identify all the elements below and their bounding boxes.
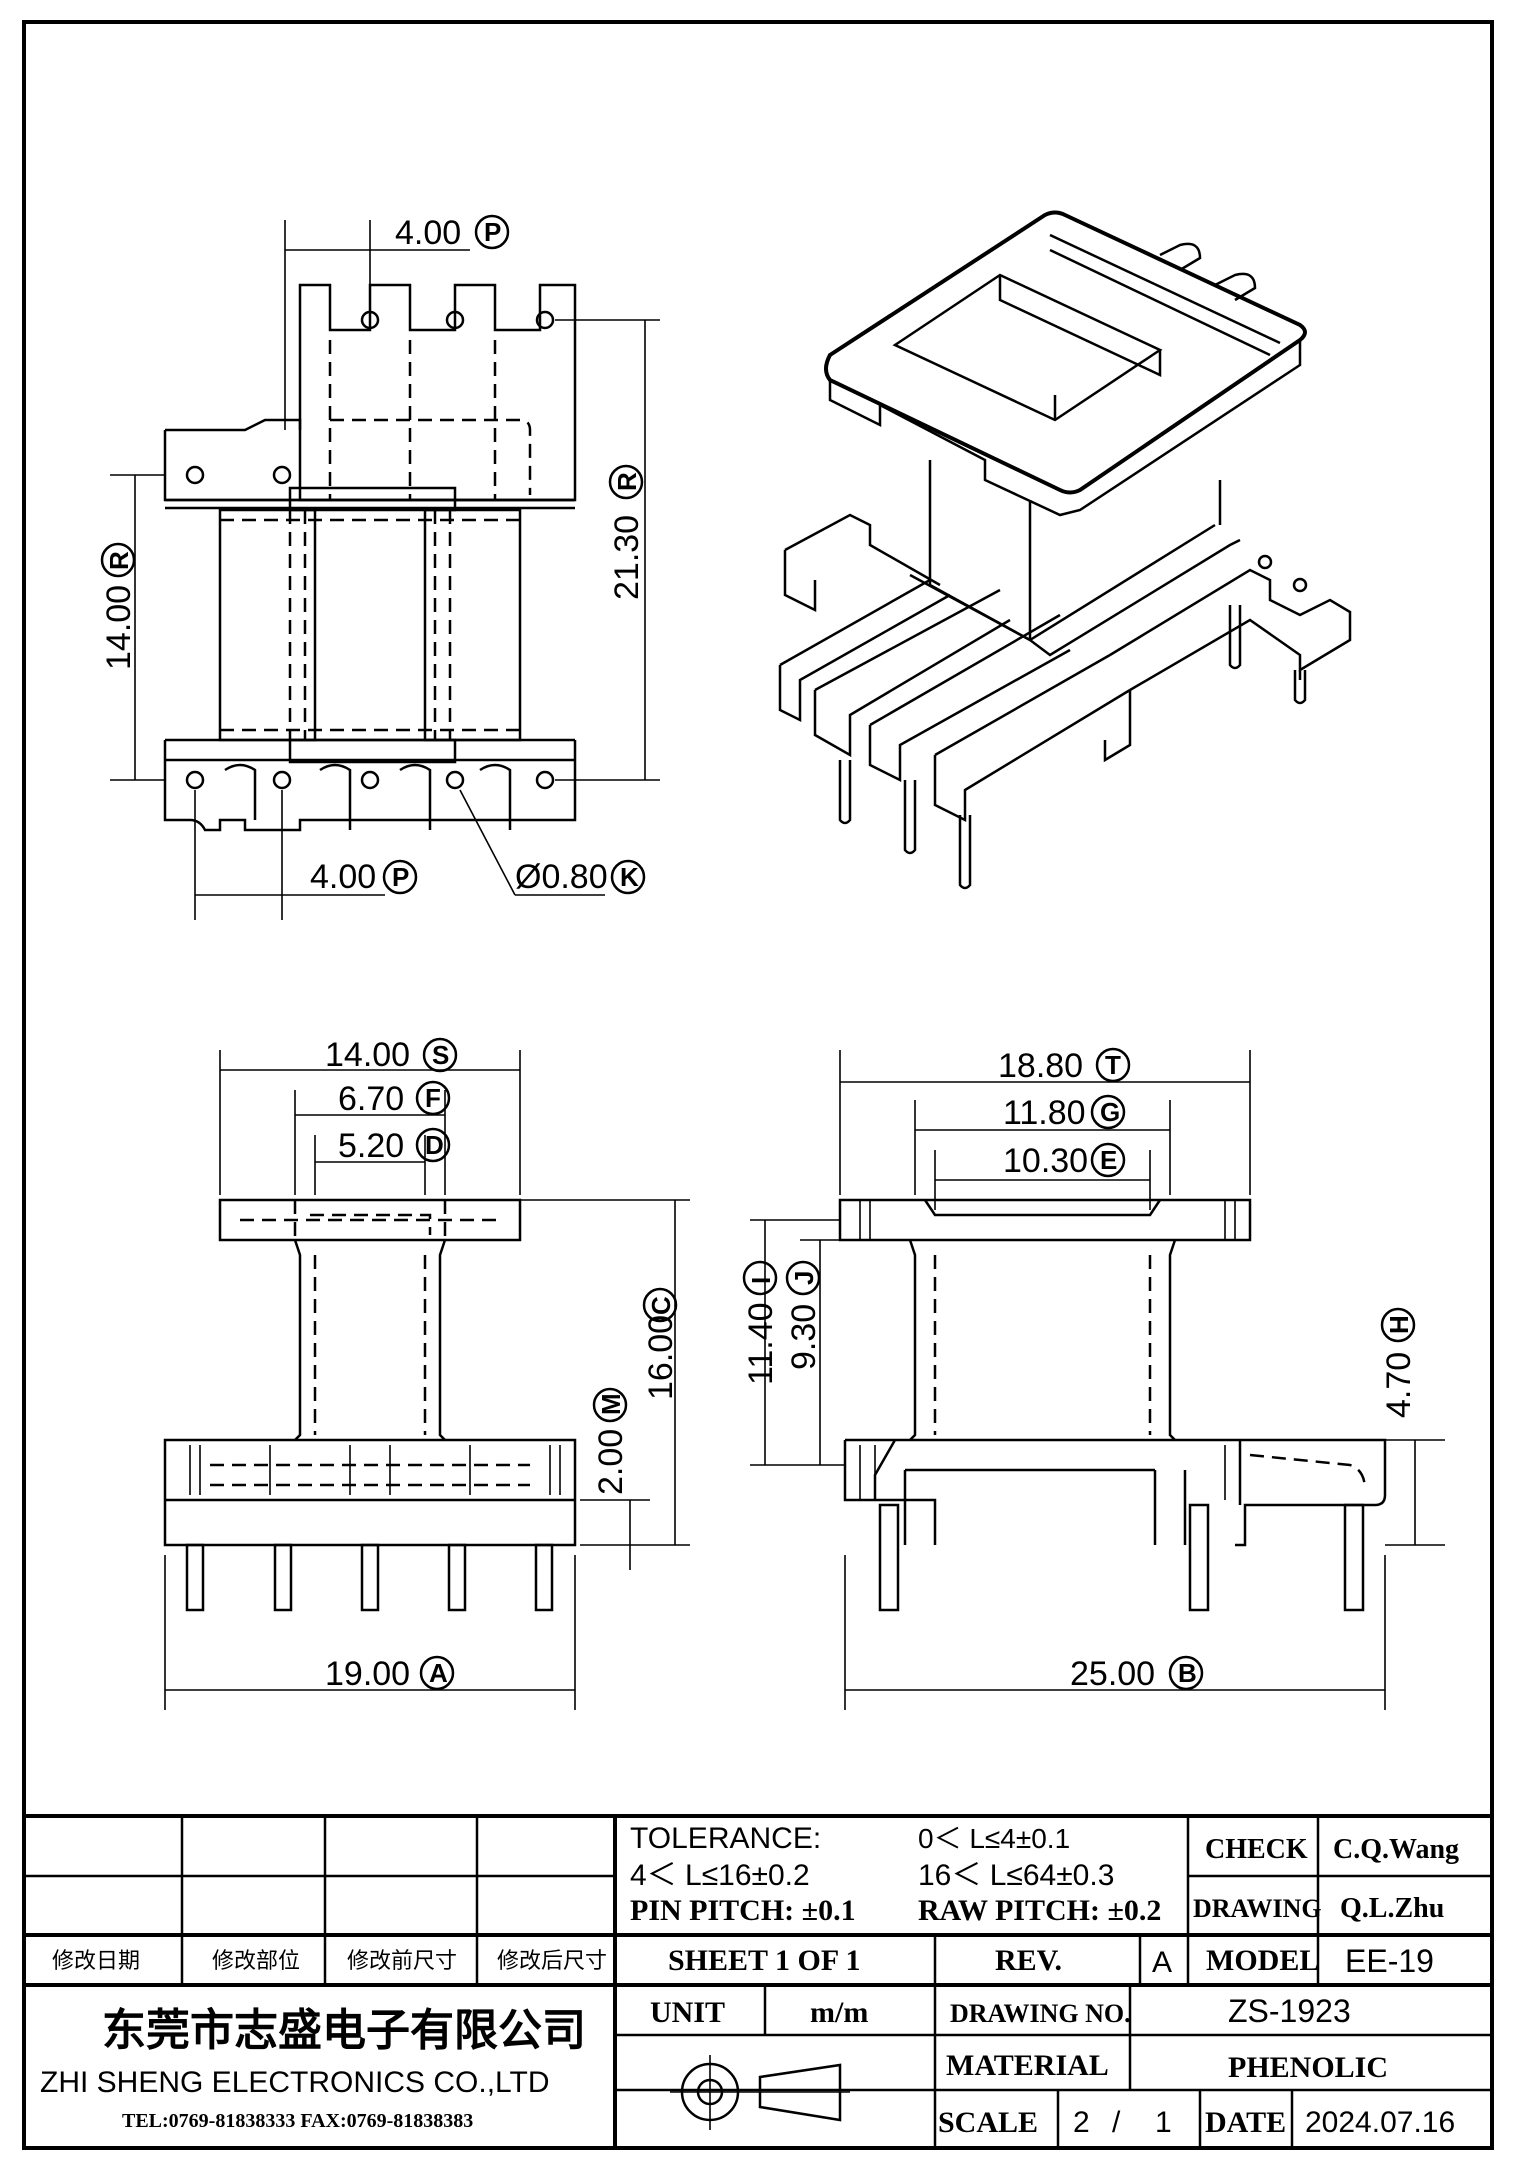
ref-b: B <box>1178 1658 1197 1688</box>
scale-label: SCALE <box>938 2106 1038 2139</box>
dim-d: 5.20 <box>338 1127 404 1165</box>
dim-j: 9.30 <box>785 1304 823 1370</box>
sheet-border <box>22 20 1494 2150</box>
rev-header-after: 修改后尺寸 <box>497 1948 607 1973</box>
ref-top-pitch: P <box>484 217 501 247</box>
sheet-label: SHEET 1 OF 1 <box>668 1944 861 1977</box>
dim-pin-dia: Ø0.80 <box>515 858 608 896</box>
rev-label: REV. <box>995 1944 1062 1977</box>
dim-a: 19.00 <box>325 1655 410 1693</box>
ref-bubble <box>474 214 510 250</box>
ref-bubble <box>1168 1655 1204 1691</box>
ref-f: F <box>425 1083 441 1113</box>
ref-bubble <box>610 859 646 895</box>
dim-height-r: 21.30 <box>608 515 646 600</box>
company-cn: 东莞市志盛电子有限公司 <box>102 2006 586 2055</box>
ref-bottom-pitch: P <box>392 862 409 892</box>
scale-a: 2 <box>1073 2106 1090 2139</box>
dim-c: 16.00 <box>642 1315 680 1400</box>
ref-h: H <box>1384 1315 1414 1334</box>
drawing-value: Q.L.Zhu <box>1340 1893 1444 1924</box>
dim-g: 11.80 <box>1003 1094 1086 1132</box>
dim-t: 18.80 <box>998 1047 1083 1085</box>
ref-bubble <box>1095 1047 1131 1083</box>
tolerance-label: TOLERANCE: <box>630 1822 821 1855</box>
front-view <box>163 1050 690 1710</box>
drawing-no-label: DRAWING NO. <box>950 1999 1131 2028</box>
dim-top-pitch: 4.00 <box>395 214 461 252</box>
model-label: MODEL <box>1206 1944 1319 1977</box>
dim-m: 2.00 <box>592 1429 630 1495</box>
ref-left-r: R <box>104 551 134 570</box>
ref-t: T <box>1105 1050 1121 1080</box>
material-label: MATERIAL <box>946 2049 1109 2082</box>
ref-bubble <box>415 1080 451 1116</box>
dim-s: 14.00 <box>325 1036 410 1074</box>
isometric-view <box>778 210 1352 890</box>
ref-pin-dia: K <box>620 862 639 892</box>
date-label: DATE <box>1205 2106 1286 2139</box>
date-value: 2024.07.16 <box>1305 2106 1455 2139</box>
material-value: PHENOLIC <box>1228 2051 1388 2084</box>
ref-bubble <box>1090 1094 1126 1130</box>
pin-pitch: PIN PITCH: ±0.1 <box>630 1894 856 1927</box>
tolerance-1: 0＜ L≤4±0.1 <box>918 1823 1070 1854</box>
rev-header-date: 修改日期 <box>52 1948 140 1973</box>
ref-bubble <box>592 1387 628 1423</box>
ref-bubble <box>415 1127 451 1163</box>
tolerance-2: 4＜ L≤16±0.2 <box>630 1859 810 1892</box>
ref-bubble <box>382 859 418 895</box>
rev-value: A <box>1152 1946 1172 1979</box>
ref-g: G <box>1100 1097 1120 1127</box>
dim-f: 6.70 <box>338 1080 404 1118</box>
rev-header-part: 修改部位 <box>212 1948 300 1973</box>
ref-s: S <box>432 1040 449 1070</box>
model-value: EE-19 <box>1345 1943 1434 1979</box>
dim-e: 10.30 <box>1003 1142 1088 1180</box>
unit-label: UNIT <box>650 1996 725 2029</box>
ref-height-r: R <box>612 472 642 491</box>
ref-bubble <box>100 542 136 578</box>
drawing-no-value: ZS-1923 <box>1228 1993 1351 2029</box>
dim-bottom-pitch: 4.00 <box>310 858 376 896</box>
company-tel: TEL:0769-81838333 FAX:0769-81838383 <box>122 2110 473 2132</box>
scale-sep: / <box>1112 2106 1121 2139</box>
dim-i: 11.40 <box>742 1302 780 1385</box>
ref-m: M <box>596 1393 626 1415</box>
ref-e: E <box>1100 1145 1117 1175</box>
ref-bubble <box>742 1260 778 1296</box>
title-block <box>24 1814 1492 2148</box>
ref-bubble <box>1380 1307 1416 1343</box>
raw-pitch: RAW PITCH: ±0.2 <box>918 1894 1161 1927</box>
ref-c: C <box>646 1296 676 1315</box>
rev-header-before: 修改前尺寸 <box>347 1948 457 1973</box>
ref-a: A <box>429 1658 448 1688</box>
dim-b: 25.00 <box>1070 1655 1155 1693</box>
side-view <box>750 1050 1445 1710</box>
ref-bubble <box>1090 1142 1126 1178</box>
unit-value: m/m <box>810 1996 868 2029</box>
top-view <box>110 220 660 920</box>
ref-i: I <box>746 1277 776 1284</box>
ref-d: D <box>425 1130 444 1160</box>
ref-bubble <box>419 1655 455 1691</box>
ref-bubble <box>642 1287 678 1323</box>
check-label: CHECK <box>1205 1834 1308 1865</box>
ref-bubble <box>608 464 644 500</box>
scale-b: 1 <box>1155 2106 1172 2139</box>
check-value: C.Q.Wang <box>1333 1834 1459 1865</box>
ref-bubble <box>422 1037 458 1073</box>
ref-bubble <box>785 1260 821 1296</box>
company-en: ZHI SHENG ELECTRONICS CO.,LTD <box>40 2066 550 2099</box>
dim-left-r: 14.00 <box>100 585 138 670</box>
ref-j: J <box>789 1271 819 1285</box>
drawing-label: DRAWING <box>1193 1894 1322 1923</box>
dim-h: 4.70 <box>1380 1352 1418 1418</box>
tolerance-3: 16＜ L≤64±0.3 <box>918 1859 1114 1892</box>
